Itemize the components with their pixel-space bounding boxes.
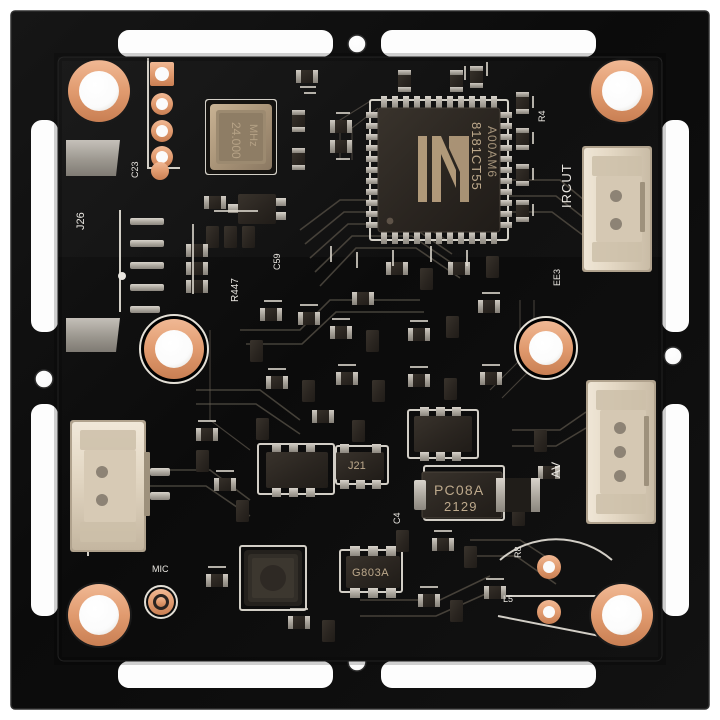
power-pin-2 (96, 494, 108, 506)
opamp-ic-left (266, 443, 328, 497)
connector-power-left[interactable] (70, 420, 170, 552)
silk-label-r4: R4 (537, 110, 547, 122)
silk-label-c4: C4 (392, 512, 402, 524)
frame-slot-right-bottom (662, 404, 689, 616)
tantalum-capacitor (496, 478, 540, 512)
silk-label-ircut: IRCUT (559, 163, 574, 208)
power-ic-pc08a: PC08A 2129 (414, 471, 510, 519)
main-processor-chip: 8181CT55 A00AM6 (366, 96, 512, 244)
silk-label-r8: R8 (513, 546, 523, 558)
corner-hole-bottom-left (66, 582, 132, 648)
connector-ircut-top-right[interactable] (582, 146, 652, 272)
frame-hole-top-icon (347, 34, 367, 54)
corner-hole-top-left (66, 58, 132, 124)
crystal-marking-frequency: 24.000 (229, 122, 243, 159)
pin-header-top (150, 62, 174, 180)
frame-slot-top-right (381, 30, 596, 57)
frame-slot-right-top (662, 120, 689, 332)
transistor-top (228, 194, 286, 224)
frame-slot-left-top (31, 120, 58, 332)
center-hole-right (514, 316, 578, 380)
silkscreen-text-group: IRCUT AV J26 C23 R447 C59 R4 EE3 MIC C4 … (75, 110, 574, 604)
power-inductor (244, 550, 302, 606)
test-pad-row-left (130, 218, 164, 313)
chip-marking-line-1: 8181CT55 (469, 122, 484, 191)
via-pad-bottom-right-b (537, 600, 561, 624)
ircut-pin-2 (610, 218, 622, 230)
chip-marking-line-2: A00AM6 (485, 126, 499, 178)
crystal-oscillator: 24.000 MHz (206, 100, 276, 174)
silk-label-r447: R447 (230, 278, 241, 302)
silk-label-mic: MIC (152, 564, 169, 574)
frame-slot-left-bottom (31, 404, 58, 616)
av-pin-1 (614, 422, 626, 434)
silk-label-ee3: EE3 (552, 269, 562, 286)
frame-slot-bottom-right (381, 661, 596, 688)
power-pin-1 (96, 466, 108, 478)
corner-hole-bottom-right (589, 582, 655, 648)
power-ic-marking-part: PC08A (434, 482, 484, 498)
corner-hole-top-right (589, 58, 655, 124)
silkscreen-refdes-clutter (192, 62, 534, 610)
photo-vignette (54, 53, 666, 665)
via-pad-bottom-right-a (537, 555, 561, 579)
mounting-holes (66, 58, 655, 648)
silk-label-av: AV (549, 461, 563, 478)
small-signal-ic-j21: J21 (336, 444, 384, 489)
opamp-ic-right (414, 407, 472, 461)
ircut-pin-1 (610, 190, 622, 202)
test-pad-bottom-left (144, 585, 178, 619)
regulator-marking-g803a: G803A (352, 567, 389, 579)
silk-label-c59: C59 (272, 253, 282, 270)
connector-audio-bottom-right[interactable] (586, 380, 656, 524)
smd-component-field (152, 66, 560, 642)
frame-hole-left-icon (34, 369, 54, 389)
center-hole-left (139, 314, 209, 384)
copper-test-pads (144, 555, 561, 624)
frame-hole-right-icon (663, 346, 683, 366)
chip-logo-imx (418, 136, 469, 202)
av-pin-3 (614, 470, 626, 482)
shield-tab-pads (66, 140, 120, 352)
ic-marking-j21: J21 (348, 460, 366, 472)
crystal-marking-unit: MHz (247, 124, 259, 147)
silk-label-l5: L5 (503, 594, 513, 604)
power-ic-marking-date: 2129 (444, 499, 478, 514)
frame-slot-bottom-left (118, 661, 333, 688)
copper-pad-top-left (151, 162, 169, 180)
silk-label-j26: J26 (75, 212, 87, 230)
frame-slot-top-left (118, 30, 333, 57)
av-pin-2 (614, 446, 626, 458)
regulator-ic-g803a: G803A (346, 546, 400, 598)
silk-label-c23: C23 (130, 161, 140, 178)
small-via-left (118, 272, 126, 280)
